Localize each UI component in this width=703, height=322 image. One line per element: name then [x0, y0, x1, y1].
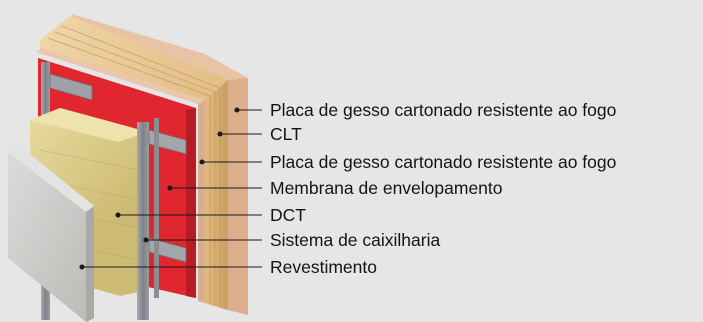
label-outer-gypsum-board: Placa de gesso cartonado resistente ao f… [270, 152, 617, 172]
label-dct: DCT [270, 205, 306, 225]
label-wrapping-membrane: Membrana de envelopamento [270, 178, 503, 198]
clt-panel [40, 16, 228, 310]
leader-lines [79, 107, 262, 270]
label-cladding: Revestimento [270, 257, 377, 277]
label-window-system: Sistema de caixilharia [270, 230, 441, 250]
label-inner-gypsum-board: Placa de gesso cartonado resistente ao f… [270, 100, 617, 120]
label-clt: CLT [270, 124, 302, 144]
front-rail [137, 118, 187, 320]
